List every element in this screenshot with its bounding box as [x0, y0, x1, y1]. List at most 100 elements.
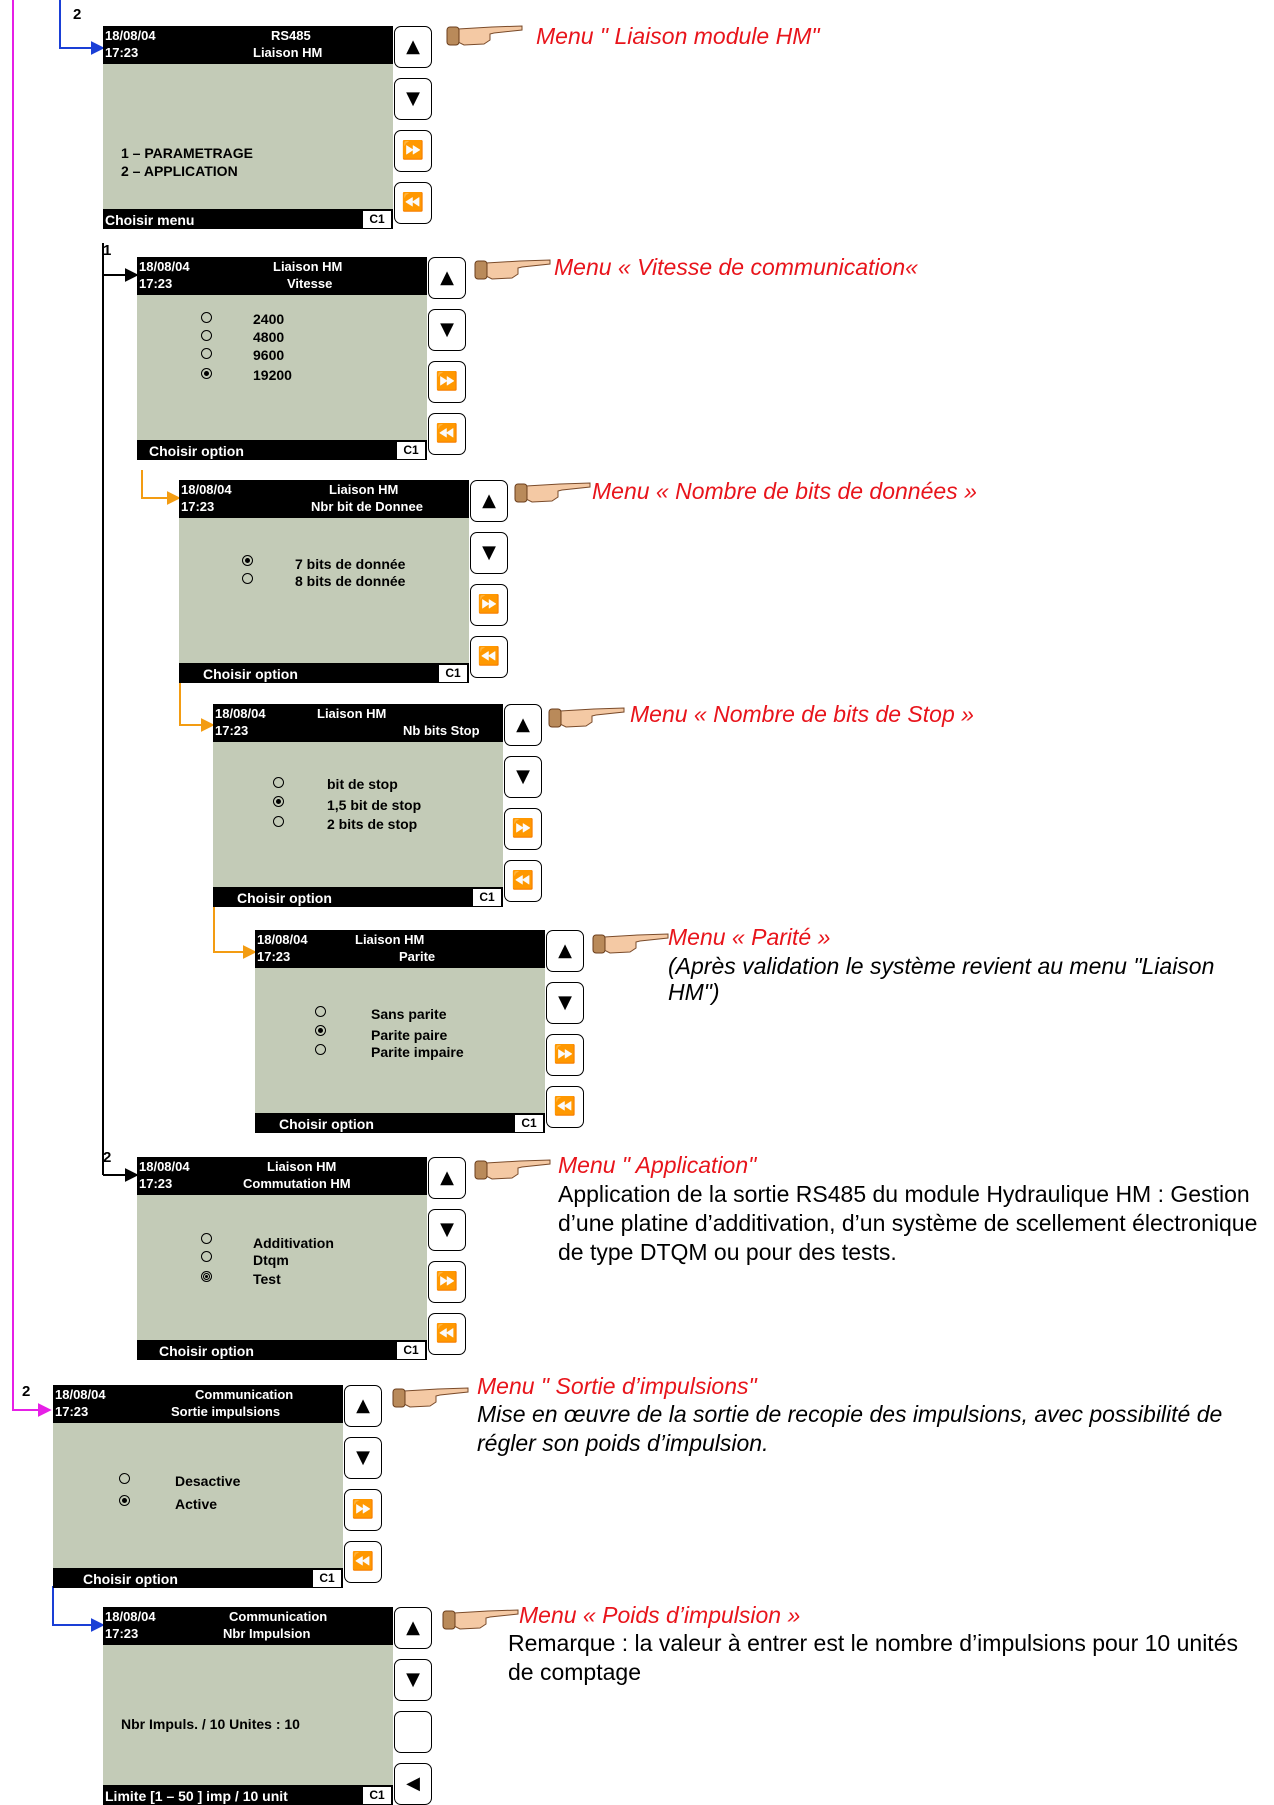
footer-label: Choisir option: [237, 891, 332, 905]
up-button[interactable]: ▲: [546, 930, 584, 972]
screen-header: 18/08/04 17:23 Communication Nbr Impulsi…: [103, 1607, 393, 1645]
back-button[interactable]: ⏪: [546, 1086, 584, 1128]
radio-button[interactable]: [201, 348, 212, 359]
up-button[interactable]: ▲: [344, 1385, 382, 1427]
radio-button[interactable]: [242, 573, 253, 584]
option-label: 8 bits de donnée: [295, 574, 405, 588]
header-title: Liaison HM: [267, 1160, 336, 1173]
down-button[interactable]: ▼: [428, 1209, 466, 1251]
connector-number-2-top: 2: [73, 7, 81, 22]
up-button[interactable]: ▲: [504, 704, 542, 746]
radio-button[interactable]: [119, 1473, 130, 1484]
value-field[interactable]: Nbr Impuls. / 10 Unites : 10: [121, 1717, 300, 1731]
radio-button[interactable]: [201, 312, 212, 323]
forward-button[interactable]: ⏩: [428, 1261, 466, 1303]
up-triangle-icon: ▲: [356, 1395, 370, 1416]
c1-badge: C1: [397, 442, 425, 459]
option-label: Test: [253, 1272, 281, 1286]
radio-button[interactable]: [273, 777, 284, 788]
down-button[interactable]: ▼: [546, 982, 584, 1024]
up-button[interactable]: ▲: [470, 480, 508, 522]
connector-number-2-application: 2: [103, 1150, 111, 1165]
blue-connector-bottom: [53, 1586, 103, 1625]
footer-label: Choisir option: [159, 1344, 254, 1358]
header-subtitle: Parite: [399, 950, 435, 963]
fast-forward-icon: ⏩: [352, 1499, 374, 1520]
footer-label: Choisir option: [149, 444, 244, 458]
up-button[interactable]: ▲: [394, 26, 432, 68]
down-triangle-icon: ▼: [406, 88, 420, 109]
radio-button-selected[interactable]: [315, 1025, 326, 1036]
up-button[interactable]: ▲: [428, 257, 466, 299]
forward-button[interactable]: ⏩: [428, 361, 466, 403]
back-button[interactable]: ⏪: [394, 182, 432, 224]
radio-button-selected[interactable]: [201, 1271, 212, 1282]
orange-connector-1: [142, 470, 179, 498]
forward-button[interactable]: ⏩: [344, 1489, 382, 1531]
back-button[interactable]: ⏪: [504, 860, 542, 902]
c1-badge: C1: [439, 665, 467, 682]
radio-button-selected[interactable]: [273, 796, 284, 807]
lcd-area: Additivation Dtqm Test: [137, 1195, 427, 1340]
back-button[interactable]: ⏪: [428, 413, 466, 455]
menu-option[interactable]: 1 – PARAMETRAGE: [121, 146, 253, 160]
up-triangle-icon: ▲: [482, 490, 496, 511]
back-button[interactable]: ⏪: [344, 1541, 382, 1583]
menu-option[interactable]: 2 – APPLICATION: [121, 164, 238, 178]
left-button[interactable]: ◀: [394, 1763, 432, 1805]
c1-badge: C1: [363, 1787, 391, 1804]
down-button[interactable]: ▼: [394, 1659, 432, 1701]
forward-button[interactable]: ⏩: [504, 808, 542, 850]
forward-button[interactable]: ⏩: [394, 130, 432, 172]
forward-button[interactable]: ⏩: [470, 584, 508, 626]
radio-button[interactable]: [315, 1044, 326, 1055]
pointing-hand-icon: [546, 704, 626, 730]
date-label: 18/08/04: [257, 933, 308, 946]
button-column: ▲ ▼ ⏩ ⏪: [344, 1385, 382, 1585]
up-triangle-icon: ▲: [440, 267, 454, 288]
date-label: 18/08/04: [139, 260, 190, 273]
radio-button[interactable]: [201, 330, 212, 341]
back-button[interactable]: ⏪: [428, 1313, 466, 1355]
down-button[interactable]: ▼: [504, 756, 542, 798]
screen-header: 18/08/04 17:23 Liaison HM Parite: [255, 930, 545, 968]
radio-button[interactable]: [201, 1251, 212, 1262]
screen-bits-donnees: 18/08/04 17:23 Liaison HM Nbr bit de Don…: [179, 480, 469, 683]
down-button[interactable]: ▼: [428, 309, 466, 351]
option-label: 4800: [253, 330, 284, 344]
down-triangle-icon: ▼: [516, 766, 530, 787]
down-button[interactable]: ▼: [470, 532, 508, 574]
date-label: 18/08/04: [215, 707, 266, 720]
back-button[interactable]: ⏪: [470, 636, 508, 678]
up-button[interactable]: ▲: [394, 1607, 432, 1649]
forward-button[interactable]: ⏩: [546, 1034, 584, 1076]
date-label: 18/08/04: [105, 29, 156, 42]
rewind-icon: ⏪: [436, 1323, 458, 1344]
radio-button-selected[interactable]: [242, 555, 253, 566]
up-button[interactable]: ▲: [428, 1157, 466, 1199]
menu-title: Menu « Vitesse de communication«: [554, 254, 918, 280]
down-triangle-icon: ▼: [356, 1447, 370, 1468]
footer-label: Choisir option: [279, 1117, 374, 1131]
radio-button[interactable]: [273, 816, 284, 827]
fast-forward-icon: ⏩: [402, 140, 424, 161]
down-button[interactable]: ▼: [344, 1437, 382, 1479]
down-button[interactable]: ▼: [394, 78, 432, 120]
screen-sortie-impulsions: 18/08/04 17:23 Communication Sortie impu…: [53, 1385, 343, 1588]
radio-button[interactable]: [315, 1006, 326, 1017]
screen-application: 18/08/04 17:23 Liaison HM Commutation HM…: [137, 1157, 427, 1360]
left-triangle-icon: ◀: [406, 1773, 420, 1794]
lcd-area: 2400 4800 9600 19200: [137, 295, 427, 440]
pointing-hand-icon: [390, 1384, 470, 1410]
radio-button-selected[interactable]: [119, 1495, 130, 1506]
time-label: 17:23: [139, 1177, 172, 1190]
radio-button-selected[interactable]: [201, 368, 212, 379]
header-title: Liaison HM: [317, 707, 386, 720]
blank-button[interactable]: [394, 1711, 432, 1753]
c1-badge: C1: [515, 1115, 543, 1132]
radio-button[interactable]: [201, 1233, 212, 1244]
c1-badge: C1: [313, 1570, 341, 1587]
button-column: ▲ ▼ ⏩ ⏪: [470, 480, 508, 680]
menu-title: Menu " Sortie d’impulsions": [477, 1373, 757, 1399]
